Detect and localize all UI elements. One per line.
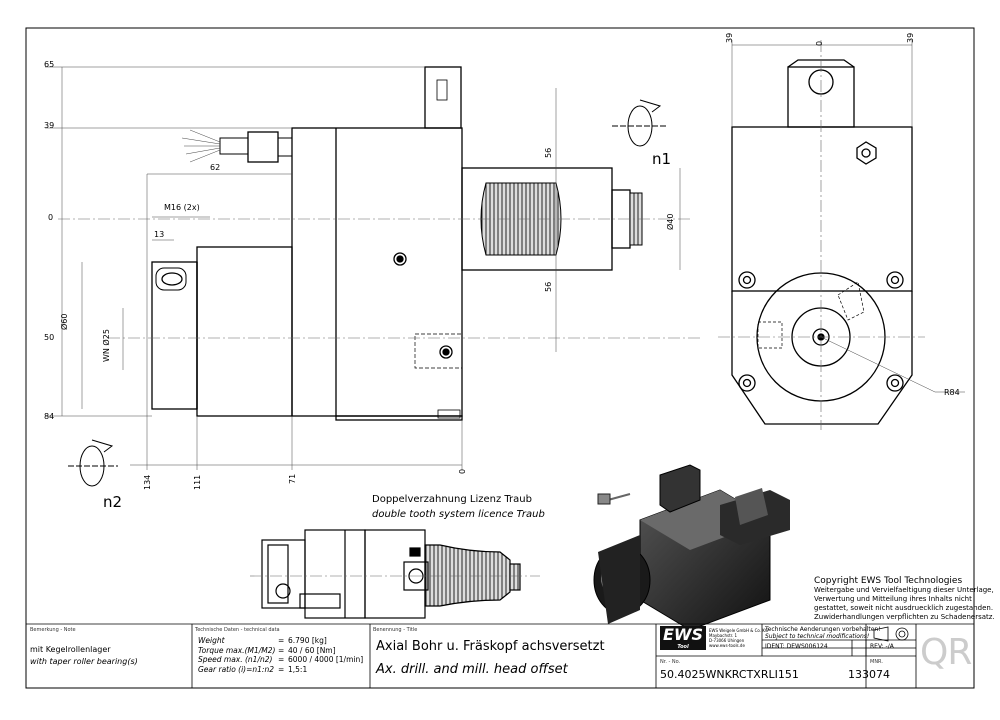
copyright-line-2: Verwertung und Mitteilung ihres Inhalts … [814,595,972,603]
tech-label: Torque max.(M1/M2) [198,645,276,655]
label-n2: n2 [103,493,123,511]
tech-data-table: Weight=6.790 [kg] Torque max.(M1/M2)=40 … [198,636,363,674]
licence-note-de: Doppelverzahnung Lizenz Traub [372,494,532,505]
tech-eq: = [278,664,285,674]
rev-field: REV: -/A [870,643,894,650]
ews-logo-sub: Tool Technologies [664,644,702,656]
dim-r84: R84 [944,388,960,397]
tech-label: Weight [198,636,225,645]
dim-65: 65 [44,60,55,69]
dim-m16: M16 (2x) [164,203,200,212]
company-line: Maybachstr. 1 [709,633,738,638]
tech-value: 1,5:1 [288,664,308,674]
tech-eq: = [278,636,285,645]
note-en: with taper roller bearing(s) [30,657,138,666]
copyright-title: Copyright EWS Tool Technologies [814,576,963,586]
dim-111: 111 [193,474,202,490]
rev-value: -/A [885,643,894,650]
title-de: Axial Bohr u. Fräskopf achsversetzt [376,639,605,654]
note-de: mit Kegelrollenlager [30,645,111,654]
front-dimension-lines [45,66,681,470]
nr-header: Nr. - No. [660,659,681,665]
mnr-header: MNR. [870,659,883,665]
copyright-line-4: Zuwiderhandlungen verpflichten zu Schade… [814,613,995,621]
changes-en: Subject to technical modifications! [765,633,870,640]
copyright-line-1: Weitergabe und Vervielfaeltigung dieser … [814,586,994,594]
ident-field: IDENT: DEWS006124 [765,643,828,650]
copyright-block: Copyright EWS Tool Technologies Weiterga… [814,576,995,622]
tech-eq: = [278,645,285,655]
rotation-symbols [68,99,668,487]
company-line: www.ews-tools.de [709,643,745,648]
side-dimension-lines [731,40,965,393]
side-view [731,59,913,425]
front-view [151,66,643,421]
label-n1: n1 [652,150,672,168]
tech-row: Weight =6.790 [kg] [198,636,363,646]
licence-note-en: double tooth system licence Traub [372,509,545,520]
dim-0: 0 [48,213,54,222]
dim-71: 71 [288,473,297,484]
tech-value: 6000 / 4000 [1/min] [288,655,364,664]
title-header: Benennung - Title [373,627,418,633]
dim-134: 134 [143,474,152,490]
company-address: EWS Weigele GmbH & Co. KG Maybachstr. 1 … [709,628,768,648]
tech-row: Torque max.(M1/M2)=40 / 60 [Nm] [198,646,363,656]
part-number: 50.4025WNKRCTXRLI151 [660,668,799,681]
dim-bottom-0: 0 [458,468,467,474]
top-bracket [424,66,462,129]
dim-56-upper: 56 [544,147,553,158]
titleblock-grid [26,623,974,688]
note-header: Bemerkung - Note [30,627,76,633]
coolant-fitting [247,131,279,163]
dim-wn-d25: WN Ø25 [102,329,111,362]
dim-84: 84 [44,412,55,421]
bottom-view [261,529,521,619]
side-centre-lines [718,40,925,430]
tech-value: 40 / 60 [Nm] [288,645,336,655]
changes-de: Technische Aenderungen vorbehalten! [765,626,881,633]
qr-placeholder: QR [920,632,972,673]
left-flange [151,261,198,410]
tech-header: Technische Daten - technical data [195,627,280,633]
mnr-value: 133074 [848,668,890,681]
tech-value: 6.790 [kg] [288,636,327,645]
front-centre-lines [58,218,700,339]
tech-row: Speed max. (n1/n2) =6000 / 4000 [1/min] [198,655,363,665]
dim-39: 39 [44,121,55,130]
sheet-border [25,27,975,689]
projection-symbol [873,626,909,642]
dim-0-top: 0 [815,40,824,46]
dim-50: 50 [44,333,55,342]
ews-logo: EWS Tool Technologies [660,625,706,656]
tech-eq: = [278,655,285,664]
title-en: Ax. drill. and mill. head offset [376,662,568,677]
rev-label: REV: [870,643,884,650]
company-line: EWS Weigele GmbH & Co. KG [709,628,769,633]
dim-62: 62 [210,163,221,172]
tech-label: Speed max. (n1/n2) [198,655,273,664]
ident-value: DEWS006124 [786,643,828,650]
company-line: D-73066 Uhingen [709,638,745,643]
main-housing [291,127,463,417]
dim-39-left: 39 [725,32,734,43]
ident-label: IDENT: [765,643,785,650]
tech-row: Gear ratio (i)=n1:n2 =1,5:1 [198,665,363,675]
dim-56-lower: 56 [544,281,553,292]
dim-d40: Ø40 [666,213,675,230]
ews-logo-text: EWS [662,625,704,644]
dim-39-right: 39 [906,32,915,43]
lower-housing [196,246,293,417]
dim-13: 13 [154,230,165,239]
dim-d60: Ø60 [60,313,69,330]
isometric-view [593,464,790,631]
copyright-line-3: gestattet, soweit nicht ausdruecklich zu… [814,604,994,612]
tech-label: Gear ratio (i)=n1:n2 [198,664,274,674]
